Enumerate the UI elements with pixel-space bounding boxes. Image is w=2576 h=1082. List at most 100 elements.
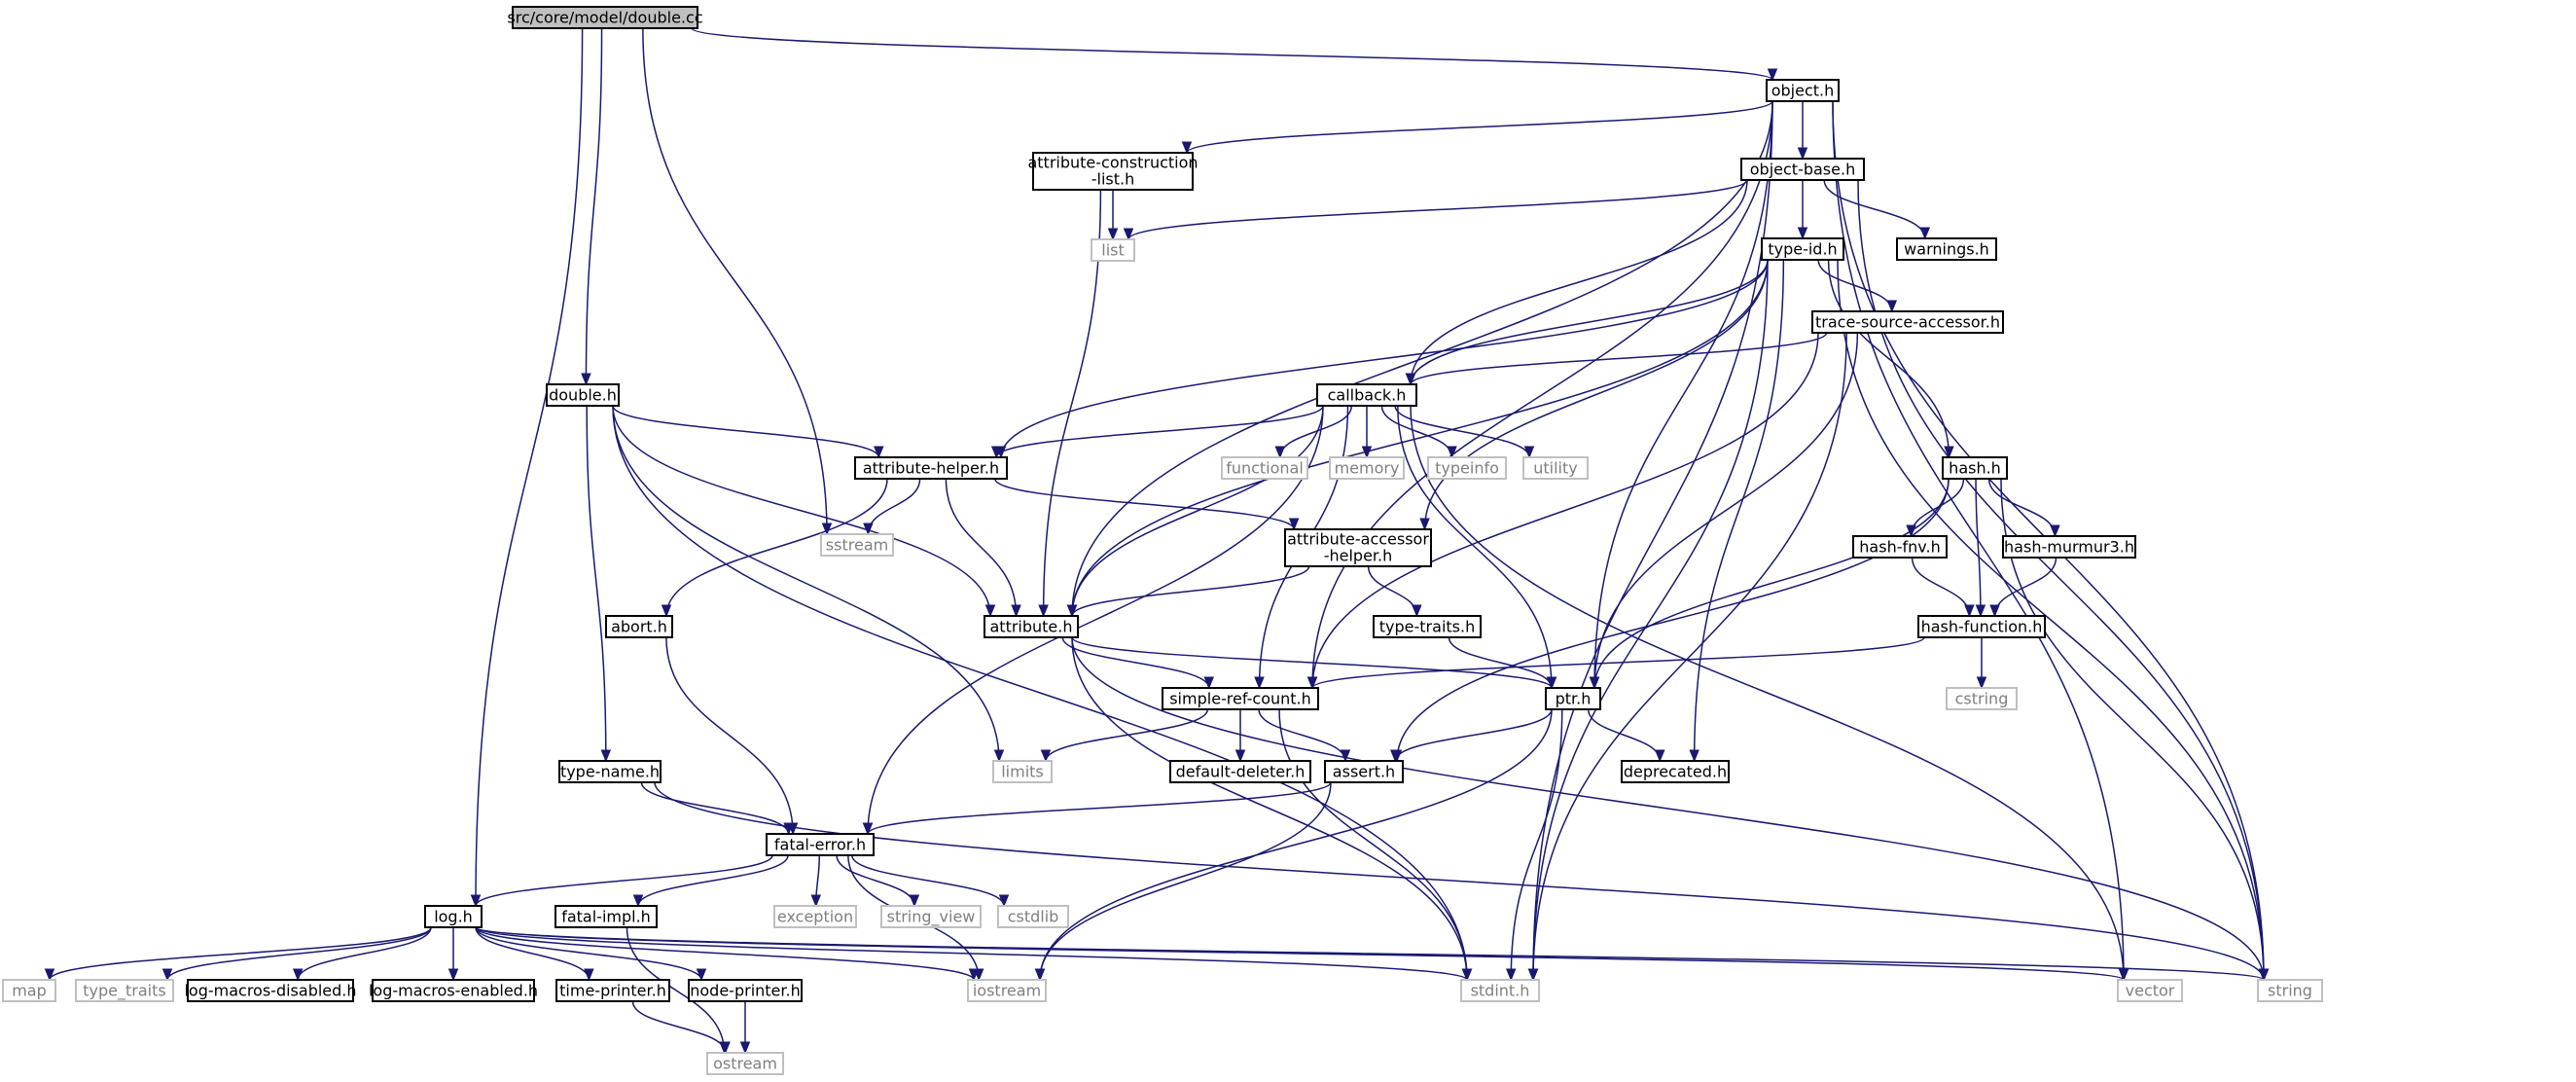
node-fatal-impl-h[interactable]: fatal-impl.h xyxy=(555,905,658,928)
node-utility: utility xyxy=(1522,456,1589,480)
node-box xyxy=(1946,687,2018,710)
node-box xyxy=(2117,979,2183,1002)
node-box xyxy=(546,383,620,407)
node-box xyxy=(1766,79,1840,102)
node-label: log-macros-enabled.h xyxy=(369,982,538,1000)
node-double-cc[interactable]: src/core/model/double.cc xyxy=(507,6,703,29)
edge-time-printer-h-to-ostream xyxy=(631,1000,731,1055)
node-warnings-h[interactable]: warnings.h xyxy=(1896,237,1997,261)
node-label: type_traits xyxy=(83,982,165,1001)
node-box xyxy=(1162,687,1319,710)
node-label: attribute-accessor xyxy=(1287,530,1429,549)
edge-ptr-h-to-assert-h xyxy=(1390,708,1553,763)
node-object-base-h[interactable]: object-base.h xyxy=(1740,158,1865,181)
node-hash-murmur3-h[interactable]: hash-murmur3.h xyxy=(2002,535,2136,559)
node-label: hash.h xyxy=(1949,459,2001,478)
edge-double-cc-to-object-h xyxy=(691,27,1778,82)
node-attribute-helper-h[interactable]: attribute-helper.h xyxy=(854,456,1008,480)
node-box xyxy=(1329,456,1405,480)
node-label: string xyxy=(2268,982,2312,1000)
node-string: string xyxy=(2257,979,2323,1002)
node-trace-source-accessor-h[interactable]: trace-source-accessor.h xyxy=(1811,310,2004,334)
edge-object-h-to-attr-construction-list-h xyxy=(1181,100,1773,155)
edge-assert-h-to-fatal-error-h xyxy=(862,781,1332,836)
node-time-printer-h[interactable]: time-printer.h xyxy=(555,979,670,1002)
node-type-traits-h[interactable]: type-traits.h xyxy=(1373,615,1482,638)
edges-layer xyxy=(44,27,2270,1055)
node-deprecated-h[interactable]: deprecated.h xyxy=(1621,760,1730,783)
node-label: ostream xyxy=(713,1055,777,1073)
node-box xyxy=(1427,456,1507,480)
node-callback-h[interactable]: callback.h xyxy=(1316,383,1417,407)
node-list: list xyxy=(1091,238,1135,262)
node-label: double.h xyxy=(549,386,617,405)
node-double-h[interactable]: double.h xyxy=(546,383,620,407)
node-abort-h[interactable]: abort.h xyxy=(605,615,673,638)
node-assert-h[interactable]: assert.h xyxy=(1324,760,1404,783)
node-label: exception xyxy=(777,908,853,926)
node-box xyxy=(605,615,673,638)
node-label: hash-function.h xyxy=(1921,618,2043,636)
edge-attr-construction-list-h-to-attribute-h xyxy=(1038,189,1102,618)
node-label: time-printer.h xyxy=(559,982,666,1000)
node-label: type-name.h xyxy=(560,763,660,781)
node-box xyxy=(1032,152,1194,191)
edge-callback-h-to-utility xyxy=(1394,405,1535,459)
edge-hash-h-to-hash-function-h xyxy=(1975,478,1986,618)
edge-object-h-to-ptr-h xyxy=(1589,100,1773,690)
node-simple-ref-count-h[interactable]: simple-ref-count.h xyxy=(1162,687,1319,710)
edge-hash-h-to-hash-murmur3-h xyxy=(1987,478,2060,538)
edge-log-h-to-node-printer-h xyxy=(475,926,707,982)
node-type-id-h[interactable]: type-id.h xyxy=(1761,237,1844,261)
node-label: ptr.h xyxy=(1556,690,1592,708)
node-default-deleter-h[interactable]: default-deleter.h xyxy=(1169,760,1311,783)
node-ptr-h[interactable]: ptr.h xyxy=(1545,687,1601,710)
edge-simple-ref-count-h-to-limits xyxy=(1040,708,1209,763)
node-label: type-traits.h xyxy=(1379,618,1475,636)
node-hash-function-h[interactable]: hash-function.h xyxy=(1917,615,2046,638)
node-attribute-accessor-helper-h[interactable]: attribute-accessor-helper.h xyxy=(1284,528,1432,567)
node-label: node-printer.h xyxy=(690,982,800,1000)
edge-log-h-to-string xyxy=(475,926,2270,982)
node-type-name-h[interactable]: type-name.h xyxy=(558,760,662,783)
node-box xyxy=(1460,979,1540,1002)
node-box xyxy=(1740,158,1865,181)
node-label: -list.h xyxy=(1091,170,1135,189)
node-box xyxy=(558,760,662,783)
node-log-h[interactable]: log.h xyxy=(424,905,483,928)
node-label: callback.h xyxy=(1328,386,1407,405)
node-vector: vector xyxy=(2117,979,2183,1002)
edge-simple-ref-count-h-to-assert-h xyxy=(1258,708,1351,763)
edge-fatal-error-h-to-string-view xyxy=(836,854,920,908)
edge-type-traits-h-to-ptr-h xyxy=(1448,636,1557,690)
edge-double-h-to-type-name-h xyxy=(586,405,612,763)
node-sstream: sstream xyxy=(820,533,894,557)
node-attr-construction-list-h[interactable]: attribute-construction-list.h xyxy=(1027,152,1199,191)
node-label: abort.h xyxy=(611,618,667,636)
node-label: attribute.h xyxy=(989,618,1072,636)
node-label: src/core/model/double.cc xyxy=(507,9,702,27)
node-log-macros-enabled-h[interactable]: log-macros-enabled.h xyxy=(369,979,538,1002)
edge-ptr-h-to-stdint-h xyxy=(1506,708,1563,982)
node-log-macros-disabled-h[interactable]: log-macros-disabled.h xyxy=(184,979,357,1002)
node-fatal-error-h[interactable]: fatal-error.h xyxy=(766,833,875,856)
node-label: memory xyxy=(1335,459,1400,478)
edge-trace-source-accessor-h-to-stdint-h xyxy=(1527,332,1847,982)
node-attribute-h[interactable]: attribute.h xyxy=(984,615,1079,638)
edge-log-h-to-type-traits xyxy=(161,926,432,982)
edge-type-name-h-to-string xyxy=(654,781,2270,982)
node-label: simple-ref-count.h xyxy=(1169,690,1311,708)
edge-attribute-helper-h-to-sstream xyxy=(863,478,921,536)
node-object-h[interactable]: object.h xyxy=(1766,79,1840,102)
node-hash-h[interactable]: hash.h xyxy=(1942,456,2008,480)
edge-double-cc-to-sstream xyxy=(642,27,833,536)
edge-type-id-h-to-hash-h xyxy=(1827,259,1954,459)
node-label: fatal-impl.h xyxy=(561,908,651,926)
node-label: cstdlib xyxy=(1008,908,1059,926)
edge-attribute-helper-h-to-abort-h xyxy=(661,478,888,618)
node-node-printer-h[interactable]: node-printer.h xyxy=(688,979,803,1002)
node-hash-fnv-h[interactable]: hash-fnv.h xyxy=(1852,535,1948,559)
node-exception: exception xyxy=(773,905,857,928)
node-cstdlib: cstdlib xyxy=(997,905,1069,928)
